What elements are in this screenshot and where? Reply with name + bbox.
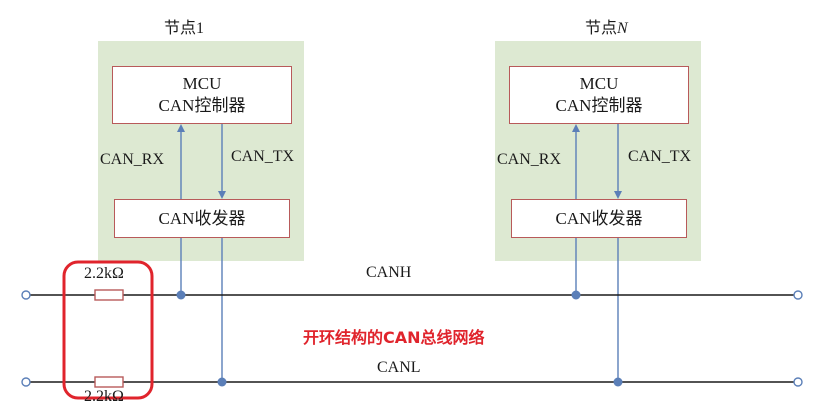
node-n-title: 节点N [585,14,628,38]
node-n-canl-junction [613,377,623,387]
canl-left-terminal [21,377,31,387]
node-n-controller-line1: MCU [579,74,619,93]
node-1-canl-junction [217,377,227,387]
node-1-controller-line2: CAN控制器 [158,96,246,115]
canh-left-terminal [21,290,31,300]
node-1-tx-label: CAN_TX [231,148,295,165]
node-1-controller-line1: MCU [182,74,222,93]
node-n-transceiver-label: CAN收发器 [555,208,643,228]
node-1-controller-box: MCU CAN控制器 [112,66,292,124]
node-n-controller-line2: CAN控制器 [555,96,643,115]
node-n-rx-label: CAN_RX [497,151,562,168]
diagram-caption: 开环结构的CAN总线网络 [303,328,485,347]
node-1-transceiver-box: CAN收发器 [114,199,290,238]
canh-resistor [94,289,124,301]
canh-right-terminal [793,290,803,300]
node-1-transceiver-label: CAN收发器 [158,208,246,228]
node-1-rx-label: CAN_RX [100,151,165,168]
canl-right-terminal [793,377,803,387]
node-n-title-text: 节点 [585,20,618,37]
node-n-title-suffix: N [617,20,628,37]
node-1-title: 节点1 [164,20,205,37]
canl-resistor-label: 2.2kΩ [84,388,124,402]
node-n-tx-label: CAN_TX [628,148,692,165]
canh-label: CANH [366,264,412,281]
node-n-canh-junction [571,290,581,300]
canl-resistor [94,376,124,388]
canh-resistor-label: 2.2kΩ [84,265,124,282]
node-1-canh-junction [176,290,186,300]
canl-label: CANL [377,359,421,376]
node-n-transceiver-box: CAN收发器 [511,199,687,238]
resistor-highlight-box [62,260,154,400]
node-n-controller-box: MCU CAN控制器 [509,66,689,124]
